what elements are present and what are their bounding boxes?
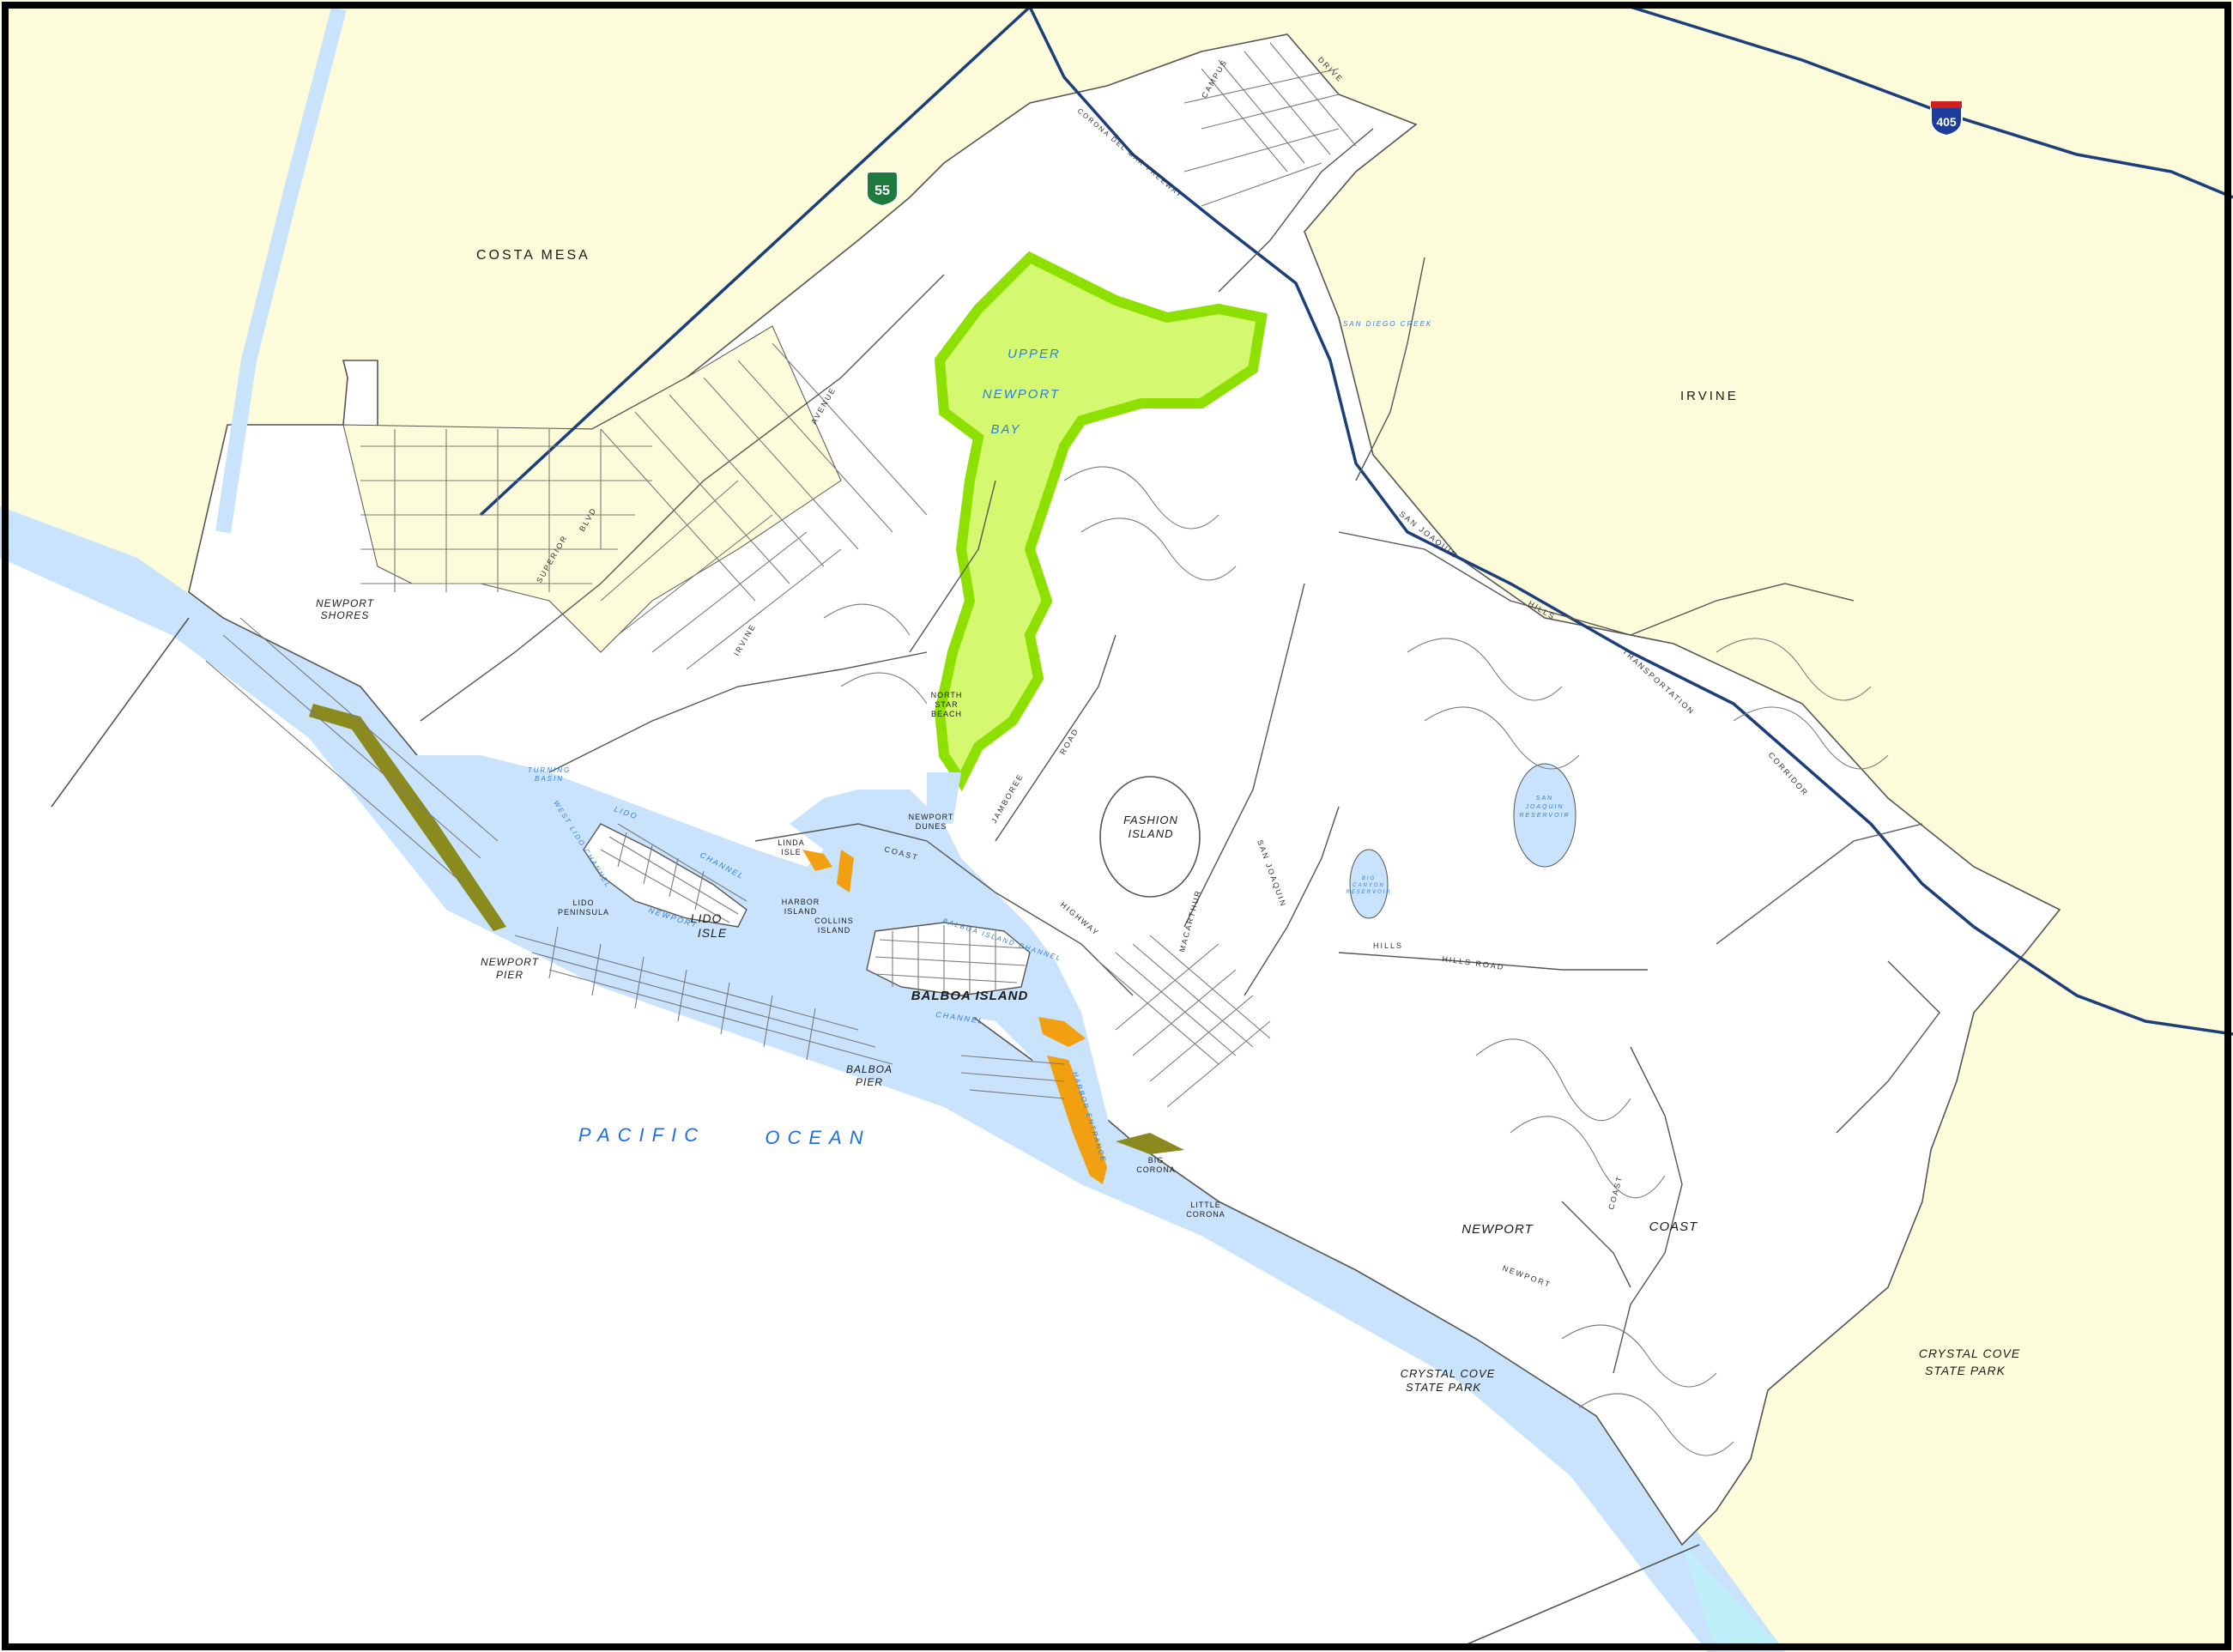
harbor-entrance-jetty: [1047, 1056, 1107, 1184]
linda-isle-label-2: ISLE: [781, 848, 802, 856]
big-corona-label-2: CORONA: [1136, 1165, 1176, 1174]
newport-pier-label-2: PIER: [496, 969, 523, 981]
crystal-cove-inland-label-2: STATE PARK: [1925, 1364, 2006, 1377]
street-grid-cdm: [1098, 935, 1271, 1108]
hwy-east-branch: [1973, 925, 2233, 1036]
beach-strip: [309, 704, 506, 931]
big-corona-label-1: BIG: [1148, 1156, 1165, 1165]
interstate-405: [1630, 5, 2233, 199]
harbor-island-label-1: HARBOR: [782, 898, 820, 906]
lido-isle-land: [583, 823, 747, 928]
balboa-pier-label-2: PIER: [856, 1076, 883, 1088]
newport-coast-label-1: NEWPORT: [1461, 1222, 1534, 1237]
pacific-label: PACIFIC: [578, 1124, 705, 1146]
little-corona-label-2: CORONA: [1186, 1210, 1225, 1219]
irvine-label: IRVINE: [1680, 389, 1739, 403]
street-grid-north: [1183, 42, 1357, 207]
fashion-island-loop: [1099, 776, 1201, 898]
costa-mesa-label: COSTA MESA: [476, 248, 590, 263]
interstate-405-shield: 405: [1930, 100, 1963, 137]
street-grid-lido: [600, 823, 747, 923]
street-grid-peninsula: [514, 926, 1065, 1099]
newport-pier-label-1: NEWPORT: [481, 956, 540, 968]
newport-shores-label-1: NEWPORT: [316, 597, 375, 609]
street-grid-west: [205, 342, 928, 885]
street-grid-balboa: [874, 925, 1026, 994]
newport-dunes-label-1: NEWPORT: [909, 813, 954, 821]
lido-peninsula-label-1: LIDO: [572, 899, 594, 907]
fashion-island-label-2: ISLAND: [1129, 827, 1174, 840]
route-55-freeway: [479, 5, 1032, 517]
balboa-island-label: BALBOA ISLAND: [911, 989, 1029, 1003]
crystal-cove-coast-label-1: CRYSTAL COVE: [1401, 1367, 1496, 1380]
ca-55-shield: 55: [866, 171, 899, 208]
harbor-island-orange: [837, 850, 854, 893]
boundary-east: [1458, 1544, 1700, 1649]
harbor-island-label-2: ISLAND: [784, 907, 818, 916]
i405-label: 405: [1936, 115, 1957, 129]
bay-outlet: [927, 772, 961, 824]
sj-reservoir-label-2: JOAQUIN: [1524, 804, 1564, 810]
lido-isle-label-1: LIDO: [691, 911, 723, 925]
ca55-label: 55: [874, 184, 890, 198]
linda-isle-label-1: LINDA: [778, 838, 805, 847]
upper-newport-bay: [934, 251, 1268, 791]
bc-reservoir-label-2: CANYON: [1353, 883, 1385, 888]
bc-reservoir-label-1: BIG: [1362, 876, 1376, 881]
newport-coast-label-2: COAST: [1649, 1219, 1699, 1234]
sj-reservoir-label-3: RESERVOIR: [1519, 813, 1570, 819]
corona-del-mar-freeway: [1028, 6, 1976, 929]
ocean-label: OCEAN: [765, 1127, 870, 1148]
upper-newport-bay-label-1: UPPER: [1008, 347, 1061, 361]
residential-curves: [823, 466, 1889, 1456]
sj-reservoir-label-1: SAN: [1536, 796, 1553, 802]
arterial-roads: [420, 128, 1940, 1374]
lido-isle-label-2: ISLE: [698, 926, 727, 940]
north-star-beach-label-3: BEACH: [931, 710, 962, 718]
san-diego-creek-label: SAN DIEGO CREEK: [1343, 320, 1432, 328]
newport-shores-label-2: SHORES: [321, 609, 370, 621]
hills-label: HILLS: [1373, 941, 1403, 950]
upper-newport-bay-label-2: NEWPORT: [983, 387, 1060, 402]
lido-peninsula-label-2: PENINSULA: [558, 908, 609, 917]
linda-isle-orange: [802, 850, 832, 871]
bc-reservoir-label-3: RESERVOIR: [1346, 890, 1391, 895]
north-star-beach-label-2: STAR: [935, 700, 958, 709]
balboa-island-land: [866, 922, 1031, 996]
turning-basin-label-2: BASIN: [535, 775, 564, 783]
north-star-beach-label-1: NORTH: [931, 691, 963, 699]
newport-dunes-label-2: DUNES: [916, 822, 947, 831]
turning-basin-label-1: TURNING: [528, 766, 571, 774]
san-joaquin-reservoir: [1513, 763, 1576, 868]
fashion-island-label-1: FASHION: [1123, 814, 1178, 826]
ocean-offshore: [0, 558, 1708, 1652]
santa-ana-river: [215, 6, 347, 534]
big-canyon-reservoir: [1349, 849, 1389, 919]
crystal-cove-coast-label-2: STATE PARK: [1406, 1381, 1481, 1394]
upper-newport-bay-label-3: BAY: [991, 422, 1021, 437]
collins-island-label-2: ISLAND: [818, 926, 851, 935]
orange-island-edge: [1038, 1017, 1086, 1047]
little-corona-label-1: LITTLE: [1190, 1201, 1221, 1209]
collins-island-label-1: COLLINS: [814, 917, 854, 925]
boundary-west: [51, 617, 190, 808]
crystal-cove-inland-label-1: CRYSTAL COVE: [1919, 1346, 2020, 1360]
big-corona-beach: [1116, 1133, 1184, 1154]
coastal-shallows: [1682, 1545, 1785, 1652]
balboa-pier-label-1: BALBOA: [846, 1063, 893, 1075]
